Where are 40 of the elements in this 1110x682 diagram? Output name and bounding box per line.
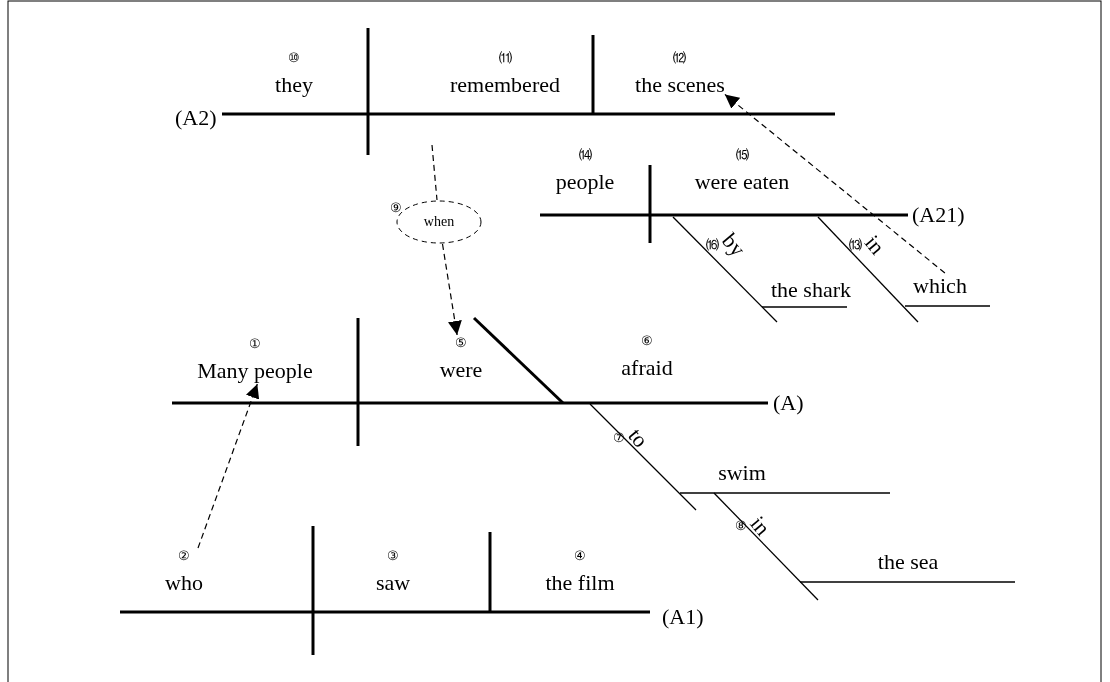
word: they	[275, 72, 313, 98]
callout-number: ⒁	[578, 147, 592, 163]
callout-number: ⑨	[390, 200, 402, 216]
word: the scenes	[635, 72, 725, 98]
callout-number: ②	[178, 548, 190, 564]
word: who	[165, 570, 203, 596]
word: remembered	[450, 72, 560, 98]
dashed-arrow	[441, 243, 462, 336]
clause-tag: (A2)	[175, 105, 217, 131]
callout-number: ③	[387, 548, 399, 564]
dashed-arrow	[724, 93, 946, 274]
word: which	[913, 273, 967, 299]
callout-number: ⑤	[455, 335, 467, 351]
clause-tag: (A1)	[662, 604, 704, 630]
callout-number: ④	[574, 548, 586, 564]
callout-number: ⒃	[705, 237, 719, 253]
dashed-arrow	[197, 383, 260, 549]
callout-number: ⒀	[848, 237, 862, 253]
word: were	[439, 357, 483, 383]
word: Many people	[197, 358, 313, 384]
dashed-line	[431, 144, 438, 201]
callout-number: ⑾	[498, 50, 512, 66]
callout-number: ⑩	[288, 50, 300, 66]
word: afraid	[621, 355, 673, 381]
word: the sea	[877, 549, 939, 575]
preposition-word: in	[745, 511, 776, 541]
word: were eaten	[694, 169, 790, 195]
callout-number: ⒂	[735, 147, 749, 163]
word: swim	[718, 460, 766, 486]
word: the film	[545, 570, 615, 596]
callout-number: ⑧	[735, 518, 748, 534]
callout-number: ⑥	[641, 333, 653, 349]
clause-tag: (A21)	[912, 202, 965, 228]
callout-number: ⑿	[673, 50, 687, 66]
word: people	[555, 169, 615, 195]
callout-number: ①	[249, 336, 261, 352]
preposition-word: to	[623, 423, 654, 453]
word: saw	[375, 570, 411, 596]
word: the shark	[771, 277, 851, 303]
clause-tag: (A)	[773, 390, 804, 416]
